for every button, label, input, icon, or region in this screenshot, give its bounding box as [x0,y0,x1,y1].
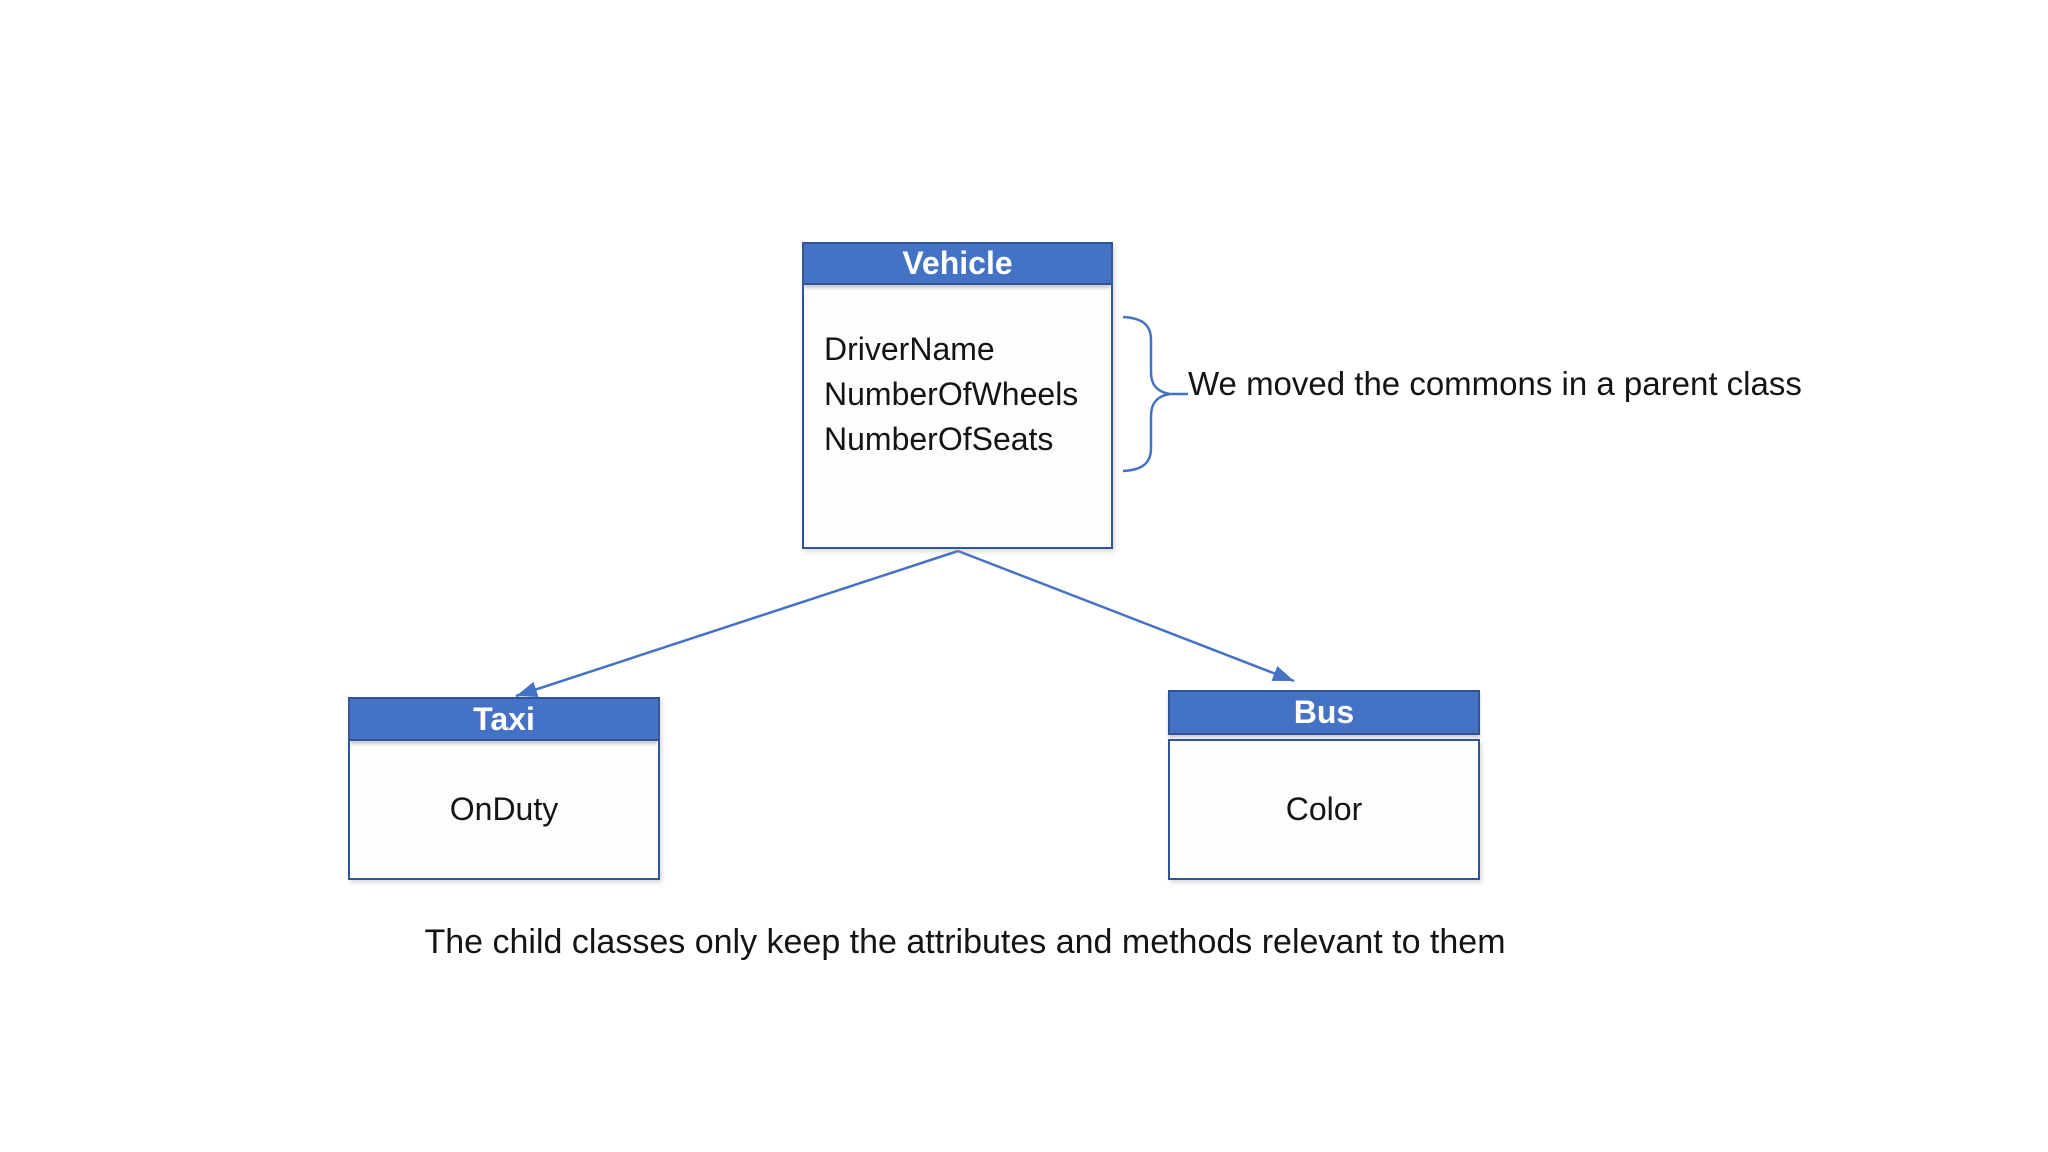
vehicle-title: Vehicle [902,245,1013,281]
vehicle-attribute: NumberOfWheels [824,376,1079,412]
taxi-header: Taxi [350,699,658,741]
class-box-vehicle: Vehicle DriverName NumberOfWheels Number… [802,242,1113,549]
bus-header: Bus [1168,690,1480,735]
inheritance-arrow-to-taxi [515,549,959,698]
class-box-bus: Bus Color [1168,690,1480,880]
inheritance-arrow-to-bus [957,549,1295,683]
bus-attributes: Color [1168,739,1480,880]
curly-brace-icon [1122,315,1188,473]
bus-attribute: Color [1285,791,1363,827]
vehicle-header: Vehicle [804,244,1111,285]
taxi-attributes: OnDuty [350,741,658,878]
brace-annotation: We moved the commons in a parent class [1188,365,1802,402]
vehicle-attribute: NumberOfSeats [824,421,1054,457]
vehicle-attributes: DriverName NumberOfWheels NumberOfSeats [804,285,1111,547]
taxi-attribute: OnDuty [449,791,559,827]
bus-title: Bus [1293,694,1355,730]
slide-caption: The child classes only keep the attribut… [424,923,1506,961]
class-box-taxi: Taxi OnDuty [348,697,660,880]
taxi-title: Taxi [473,700,535,737]
vehicle-attribute: DriverName [824,331,995,367]
